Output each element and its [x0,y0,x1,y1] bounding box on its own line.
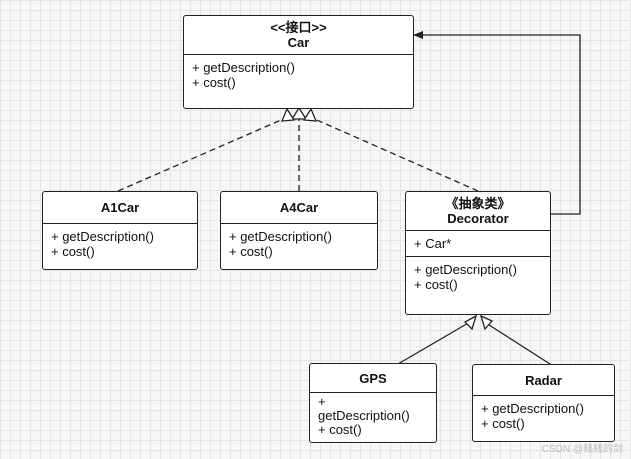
car-header: <<接口>> Car [184,16,413,54]
radar-name: Radar [525,373,562,388]
decorator-op-getdescription: + getDescription() [414,262,517,277]
car-op-getdescription: + getDescription() [192,60,295,75]
a1car-class-box[interactable]: A1Car + getDescription() + cost() [42,191,198,270]
decorator-class-box[interactable]: 《抽象类》 Decorator + Car* + getDescription(… [405,191,551,315]
a1car-op-cost: + cost() [51,244,95,259]
a4car-header: A4Car [221,192,377,223]
a4car-class-box[interactable]: A4Car + getDescription() + cost() [220,191,378,270]
gps-name: GPS [359,371,387,386]
decorator-stereotype: 《抽象类》 [445,196,511,211]
car-name: Car [287,35,310,50]
gps-class-box[interactable]: GPS + getDescription() + cost() [309,363,437,443]
decorator-attr-car: + Car* [414,236,452,251]
gps-operations: + getDescription() + cost() [310,392,436,439]
a1car-op-getdescription: + getDescription() [51,229,154,244]
a4car-op-cost: + cost() [229,244,273,259]
a1car-realization-line [117,116,289,192]
decorator-name: Decorator [447,211,509,226]
watermark: CSDN @贱贱的剑 [541,444,623,455]
car-op-cost: + cost() [192,75,236,90]
radar-op-getdescription: + getDescription() [481,401,584,416]
car-interface-box[interactable]: <<接口>> Car + getDescription() + cost() [183,15,414,109]
realization-arrowhead [302,107,318,122]
inheritance-arrowhead [479,314,494,331]
decorator-operations: + getDescription() + cost() [406,256,550,297]
car-operations: + getDescription() + cost() [184,54,413,95]
realization-arrowhead [290,106,308,120]
decorator-op-cost: + cost() [414,277,458,292]
realization-arrowhead [280,107,296,122]
decorator-header: 《抽象类》 Decorator [406,192,550,230]
a1car-header: A1Car [43,192,197,223]
a4car-op-getdescription: + getDescription() [229,229,332,244]
decorator-to-car-association-line [413,31,581,215]
radar-header: Radar [473,365,614,395]
gps-header: GPS [310,364,436,392]
gps-inheritance-line [397,321,471,365]
inheritance-arrowhead [463,314,478,331]
radar-op-cost: + cost() [481,416,525,431]
car-stereotype: <<接口>> [270,20,327,35]
gps-op-getdescription: + getDescription() [318,394,410,423]
a4car-operations: + getDescription() + cost() [221,223,377,264]
a1car-name: A1Car [100,200,140,215]
radar-operations: + getDescription() + cost() [473,395,614,436]
a1car-operations: + getDescription() + cost() [43,223,197,264]
radar-inheritance-line [485,322,551,365]
decorator-attributes: + Car* [406,230,550,256]
a4car-name: A4Car [279,200,319,215]
gps-op-cost: + cost() [318,422,362,437]
decorator-realization-line [309,116,479,192]
radar-class-box[interactable]: Radar + getDescription() + cost() [472,364,615,442]
